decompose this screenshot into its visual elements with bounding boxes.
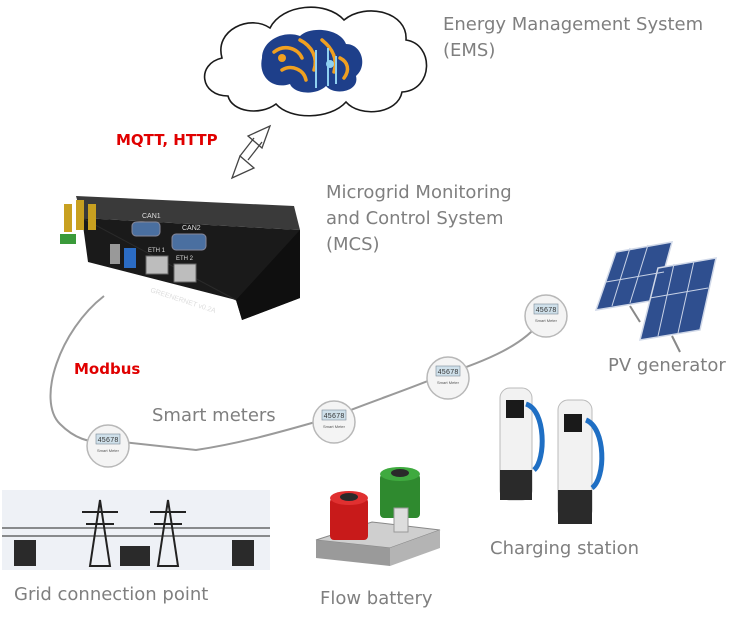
charging-station-label: Charging station	[490, 538, 640, 559]
meter-reading: 45678	[437, 369, 458, 377]
mcs-device	[60, 196, 300, 320]
flow-battery-label: Flow battery	[320, 588, 433, 609]
meter-brand: Smart Meter	[535, 318, 558, 323]
protocol-label-modbus: Modbus	[74, 360, 141, 378]
grid-connection-label: Grid connection point	[14, 584, 209, 605]
meter-brand: Smart Meter	[323, 424, 346, 429]
port-label-can1: CAN1	[142, 213, 161, 220]
meter-brand: Smart Meter	[437, 380, 460, 385]
pv-panels	[594, 241, 717, 353]
meter-reading: 45678	[97, 437, 118, 445]
ems-label-line2: (EMS)	[443, 40, 496, 61]
meter-reading: 45678	[535, 307, 556, 315]
charging-stations	[499, 387, 605, 524]
meter-brand: Smart Meter	[97, 448, 120, 453]
flow-battery	[315, 467, 441, 566]
bidirectional-arrow-icon	[230, 124, 272, 180]
port-label-eth2: ETH 2	[176, 256, 194, 262]
port-label-eth1: ETH 1	[148, 248, 166, 254]
mcs-label-line3: (MCS)	[326, 234, 380, 255]
grid-connection	[2, 490, 270, 570]
port-label-can2: CAN2	[182, 225, 201, 232]
meter-reading: 45678	[323, 413, 344, 421]
ems-label-line1: Energy Management System	[443, 14, 704, 35]
brain-icon	[261, 29, 363, 93]
protocol-label-mqtt-http: MQTT, HTTP	[116, 131, 218, 149]
mcs-label-line2: and Control System	[326, 208, 504, 229]
pv-generator-label: PV generator	[608, 355, 726, 376]
smart-meters-label: Smart meters	[152, 405, 276, 426]
mcs-label-line1: Microgrid Monitoring	[326, 182, 512, 203]
